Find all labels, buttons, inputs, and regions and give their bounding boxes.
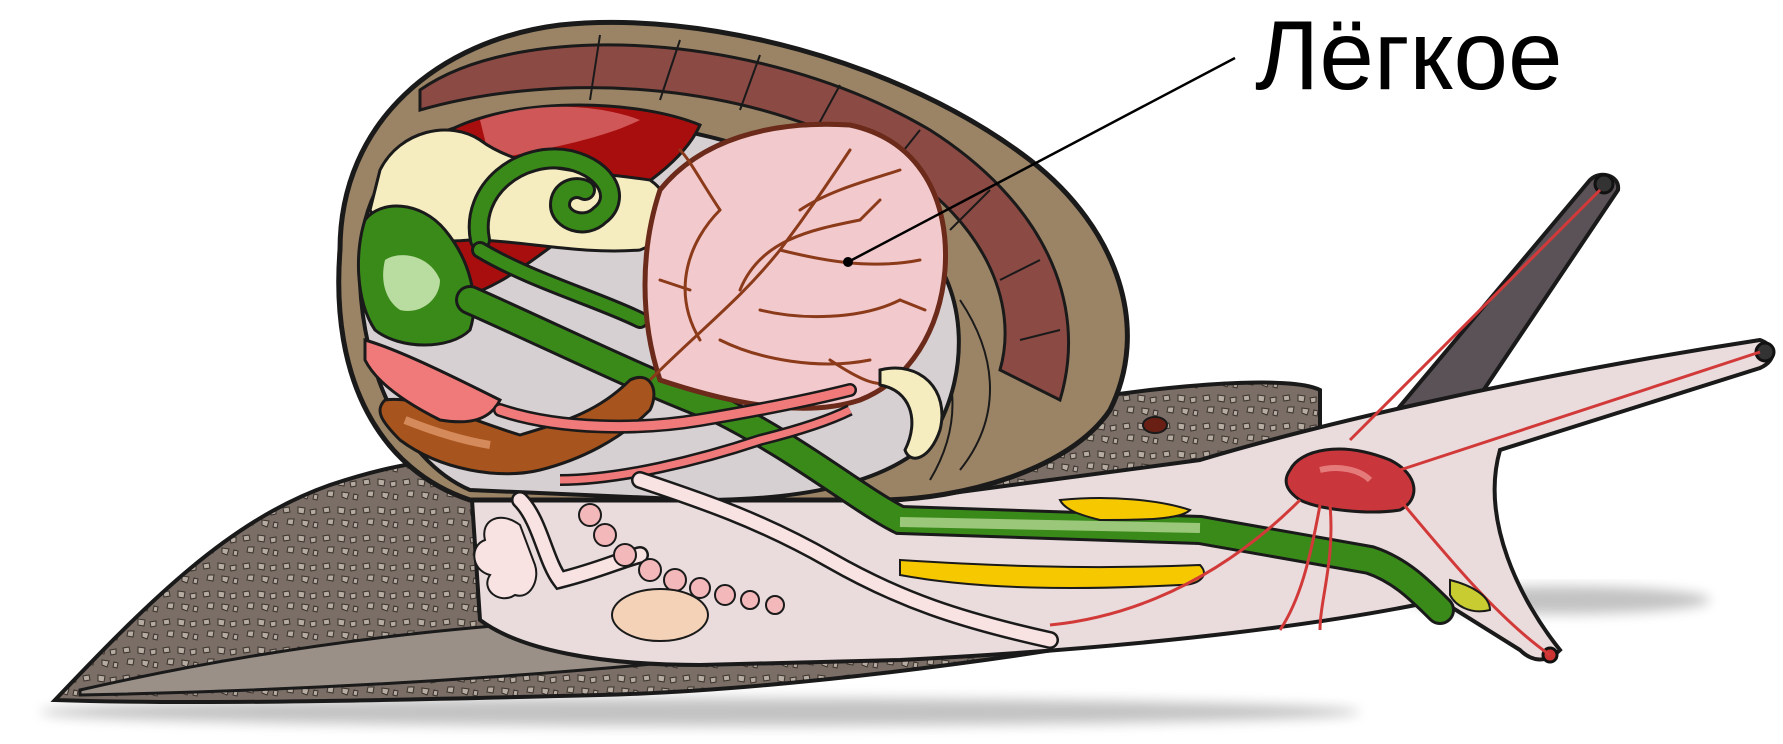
intestine-highlight [900, 522, 1200, 528]
albumen-sac [612, 589, 708, 641]
pneumostome [1143, 417, 1167, 433]
lung [645, 124, 946, 408]
lung-label: Лёгкое [1255, 2, 1563, 110]
